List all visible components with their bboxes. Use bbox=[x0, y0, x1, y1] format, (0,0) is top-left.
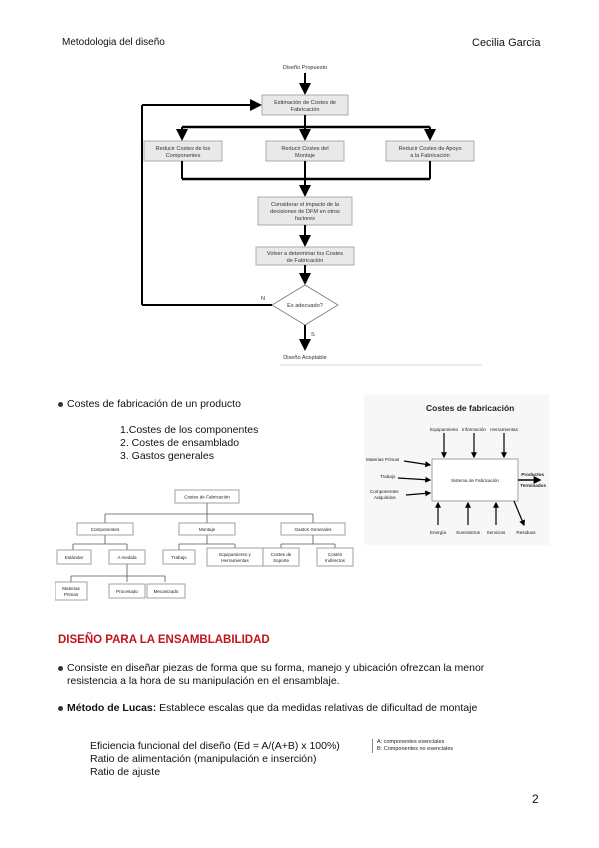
svg-text:Mecanizado: Mecanizado bbox=[154, 589, 179, 594]
flow-end: Diseño Aceptable bbox=[283, 355, 327, 361]
svg-text:Montaje: Montaje bbox=[199, 527, 216, 532]
costs-item: 3. Gastos generales bbox=[120, 450, 214, 462]
svg-text:Servicios: Servicios bbox=[487, 530, 506, 535]
svg-text:Costes: Costes bbox=[328, 552, 343, 557]
fit-ratio: Ratio de ajuste bbox=[90, 766, 161, 778]
dfa-bullet-lucas: Método de Lucas: Establece escalas que d… bbox=[58, 702, 558, 715]
svg-text:Es adecuado?: Es adecuado? bbox=[287, 303, 323, 309]
header-right: Cecilia Garcia bbox=[472, 37, 541, 49]
dfm-flowchart: Diseño Propuesto Estimación de Costes de… bbox=[141, 65, 482, 366]
dfa-ratios: Eficiencia funcional del diseño (Ed = A/… bbox=[90, 740, 340, 779]
svg-text:Componentes: Componentes bbox=[91, 527, 120, 532]
svg-text:Soporte: Soporte bbox=[273, 558, 290, 563]
svg-text:Indirectos: Indirectos bbox=[325, 558, 346, 563]
svg-text:Reducir Costes de los: Reducir Costes de los bbox=[156, 146, 211, 152]
feed-ratio: Ratio de alimentación (manipulación e in… bbox=[90, 753, 317, 765]
section-title: DISEÑO PARA LA ENSAMBLABILIDAD bbox=[58, 634, 270, 646]
svg-text:A medida: A medida bbox=[117, 555, 137, 560]
svg-text:Residuos: Residuos bbox=[516, 530, 536, 535]
svg-text:Materias: Materias bbox=[62, 586, 80, 591]
flow-start: Diseño Propuesto bbox=[283, 65, 327, 71]
svg-text:Herramientas: Herramientas bbox=[221, 558, 249, 563]
costs-item: 1.Costes de los componentes bbox=[120, 424, 259, 436]
dfa-bullet-1: Consiste en diseñar piezas de forma que … bbox=[58, 662, 558, 688]
svg-text:decisiones de DFM en otros: decisiones de DFM en otros bbox=[270, 209, 340, 215]
svg-text:Componentes: Componentes bbox=[166, 153, 201, 159]
svg-text:Considerar el impacto de la: Considerar el impacto de la bbox=[271, 202, 340, 208]
costs-item: 2. Costes de ensamblado bbox=[120, 437, 240, 449]
svg-text:Reducir Costes de Apoyo: Reducir Costes de Apoyo bbox=[398, 146, 461, 152]
svg-text:N: N bbox=[261, 296, 265, 302]
efficiency-formula: Eficiencia funcional del diseño (Ed = A/… bbox=[90, 740, 340, 752]
svg-text:Equipamiento y: Equipamiento y bbox=[219, 552, 251, 557]
manufacturing-system-diagram: Costes de fabricación Equipamiento Infor… bbox=[364, 395, 549, 545]
header-left: Metodologia del diseño bbox=[62, 37, 165, 48]
svg-text:Productos: Productos bbox=[521, 472, 544, 477]
svg-text:factores: factores bbox=[295, 216, 315, 222]
svg-text:Trabajo: Trabajo bbox=[380, 474, 396, 479]
svg-text:Suministros: Suministros bbox=[456, 530, 481, 535]
bullet-icon bbox=[58, 401, 63, 407]
svg-text:Gastos Generales: Gastos Generales bbox=[294, 527, 332, 532]
svg-text:Sistema de Fabricación: Sistema de Fabricación bbox=[451, 478, 499, 483]
svg-text:Montaje: Montaje bbox=[295, 153, 315, 159]
svg-text:Energía: Energía bbox=[430, 530, 447, 535]
svg-text:Primas: Primas bbox=[64, 592, 79, 597]
svg-text:Fabricación: Fabricación bbox=[291, 107, 320, 113]
svg-text:Equipamiento: Equipamiento bbox=[430, 427, 459, 432]
svg-text:Reducir Costes del: Reducir Costes del bbox=[281, 146, 328, 152]
page-number: 2 bbox=[532, 792, 539, 806]
svg-text:Costes de Fabricación: Costes de Fabricación bbox=[184, 495, 230, 500]
svg-text:Estimación de Costes de: Estimación de Costes de bbox=[274, 100, 336, 106]
svg-text:a la Fabricación: a la Fabricación bbox=[410, 153, 450, 159]
svg-text:Procesado: Procesado bbox=[116, 589, 138, 594]
svg-text:Estándar: Estándar bbox=[65, 555, 84, 560]
svg-text:Costes de: Costes de bbox=[271, 552, 292, 557]
svg-text:Terminados: Terminados bbox=[520, 483, 546, 488]
svg-text:S: S bbox=[311, 332, 315, 338]
costs-bullet: Costes de fabricación de un producto bbox=[58, 398, 241, 411]
svg-text:Materias Primas: Materias Primas bbox=[366, 457, 400, 462]
svg-text:Adquiridos: Adquiridos bbox=[374, 495, 396, 500]
svg-text:Trabajo: Trabajo bbox=[171, 555, 187, 560]
bullet-icon bbox=[58, 705, 63, 711]
svg-text:Costes de fabricación: Costes de fabricación bbox=[426, 403, 514, 413]
svg-text:Información: Información bbox=[462, 427, 486, 432]
svg-text:Componentes: Componentes bbox=[370, 489, 399, 494]
bullet-icon bbox=[58, 665, 63, 671]
flow-consider-box bbox=[257, 196, 353, 226]
cost-breakdown-tree: Costes de Fabricación Componentes Montaj… bbox=[55, 489, 354, 601]
svg-text:Herramientas: Herramientas bbox=[490, 427, 518, 432]
svg-text:de Fabricación: de Fabricación bbox=[287, 258, 324, 264]
svg-text:Volver a determinar los Costes: Volver a determinar los Costes bbox=[267, 251, 343, 257]
costs-list: 1.Costes de los componentes 2. Costes de… bbox=[120, 424, 258, 463]
abc-legend: A: componentes esenciales B: Componentes… bbox=[372, 739, 453, 753]
